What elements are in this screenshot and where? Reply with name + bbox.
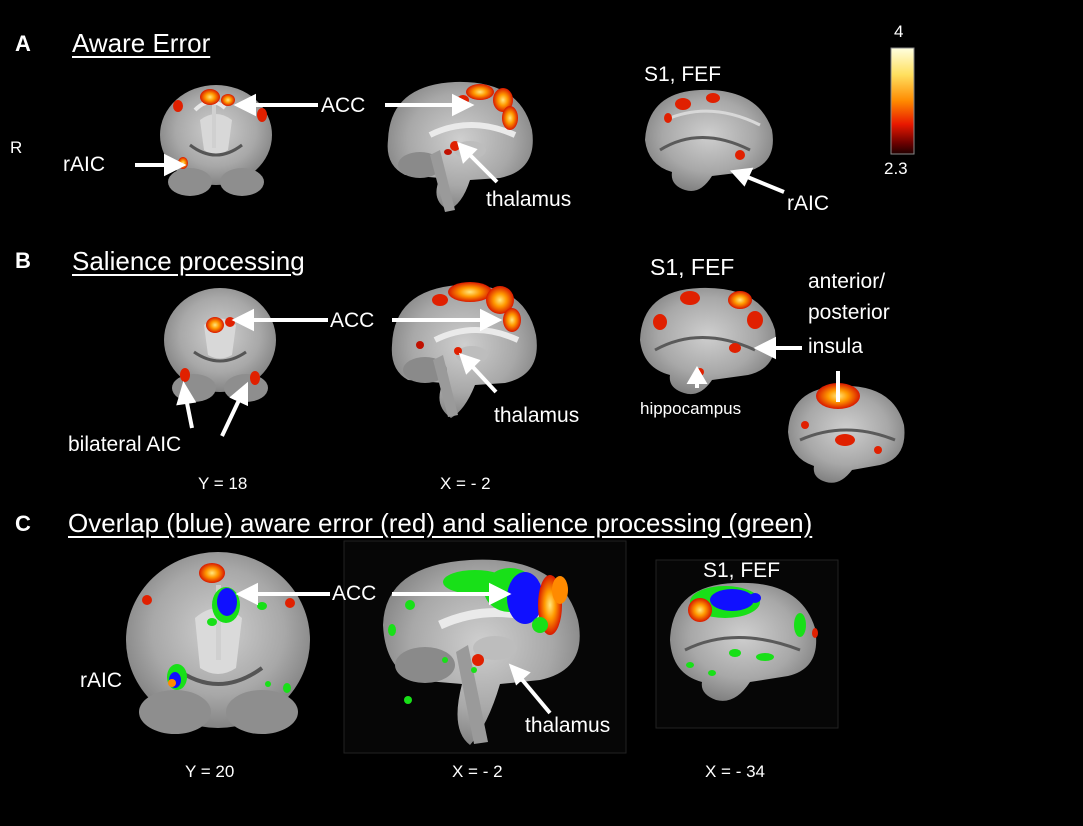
b-acc-label: ACC bbox=[330, 309, 375, 332]
b-sagittal-coordinate: X = - 2 bbox=[440, 474, 491, 493]
a-sagittal-lateral-slice bbox=[645, 89, 773, 192]
b-insula-label-line1: anterior/ bbox=[808, 270, 886, 293]
panel-a-letter: A bbox=[15, 31, 31, 56]
a-s1-fef-label: S1, FEF bbox=[644, 63, 722, 86]
c-coronal-slice bbox=[126, 552, 310, 734]
b-coronal-slice bbox=[164, 288, 276, 402]
c-sagittal-medial-slice bbox=[383, 559, 580, 745]
a-acc-label: ACC bbox=[321, 94, 366, 117]
b-insula-label-line3: insula bbox=[808, 335, 863, 358]
panel-b-title: Salience processing bbox=[72, 246, 305, 276]
c-raic-label: rAIC bbox=[80, 669, 122, 692]
b-s1-fef-label: S1, FEF bbox=[650, 254, 735, 280]
b-thalamus-label: thalamus bbox=[494, 404, 580, 427]
b-insula-label-line2: posterior bbox=[808, 301, 890, 324]
a-raic-label: rAIC bbox=[63, 153, 105, 176]
b-bilateral-aic-label: bilateral AIC bbox=[68, 433, 182, 456]
c-thalamus-label: thalamus bbox=[525, 714, 611, 737]
c-sagittal-lateral-slice bbox=[670, 582, 818, 701]
c-coronal-coordinate: Y = 20 bbox=[185, 762, 235, 781]
colorbar-max-label: 4 bbox=[894, 22, 904, 41]
b-sagittal-medial-slice bbox=[391, 282, 537, 418]
panel-a-title: Aware Error bbox=[72, 28, 211, 58]
panel-c-title: Overlap (blue) aware error (red) and sal… bbox=[68, 508, 813, 538]
b-sagittal-insula-slice bbox=[788, 383, 905, 483]
annotation-arrows bbox=[135, 93, 840, 715]
colorbar bbox=[890, 47, 915, 155]
colorbar-min-label: 2.3 bbox=[884, 159, 908, 178]
c-s1-fef-label: S1, FEF bbox=[703, 559, 781, 582]
b-sagittal-lateral-slice bbox=[640, 287, 776, 395]
c-sagittal-lateral-coordinate: X = - 34 bbox=[705, 762, 766, 781]
orientation-label: R bbox=[10, 138, 23, 157]
b-coronal-coordinate: Y = 18 bbox=[198, 474, 248, 493]
c-sagittal-medial-coordinate: X = - 2 bbox=[452, 762, 503, 781]
c-acc-label: ACC bbox=[332, 582, 377, 605]
panel-b-letter: B bbox=[15, 248, 31, 273]
panel-c-letter: C bbox=[15, 511, 31, 536]
a-raic-sagittal-label: rAIC bbox=[787, 192, 829, 215]
a-thalamus-label: thalamus bbox=[486, 188, 572, 211]
b-hippocampus-label: hippocampus bbox=[640, 399, 742, 418]
